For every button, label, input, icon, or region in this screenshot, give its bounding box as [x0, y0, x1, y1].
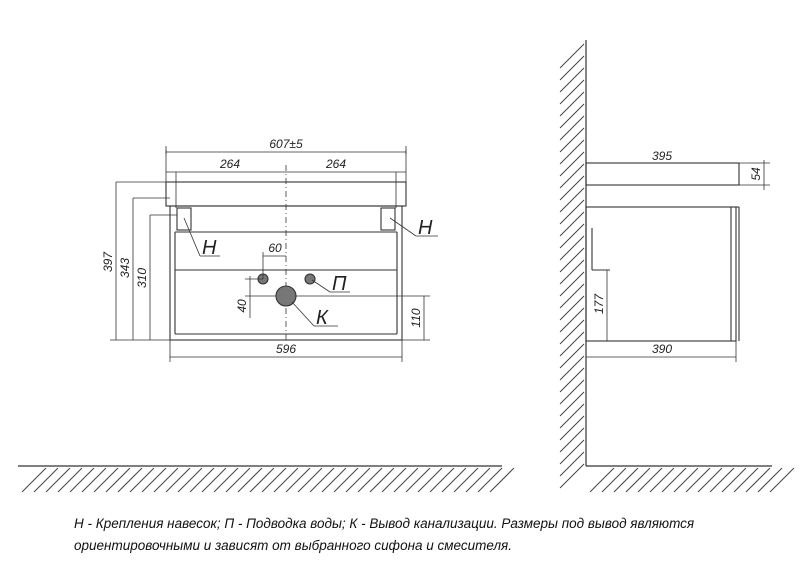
dim-top-depth: 395 — [652, 149, 672, 163]
dim-inner-height: 177 — [592, 293, 606, 314]
dim-total-width: 607±5 — [269, 137, 303, 151]
mount-left — [176, 207, 192, 231]
dim-water-offset: 60 — [268, 241, 282, 255]
dim-drain-height: 110 — [409, 308, 423, 327]
label-mount-right: Н — [418, 217, 433, 239]
dim-height-3: 310 — [135, 268, 149, 288]
legend-caption: Н - Крепления навесок; П - Подводка воды… — [74, 513, 794, 557]
floor-left — [18, 465, 515, 493]
side-view — [559, 40, 795, 493]
dim-height-2: 343 — [118, 258, 132, 278]
label-water: П — [332, 273, 347, 295]
mount-right — [380, 207, 396, 231]
dim-drain-offset: 40 — [235, 299, 249, 313]
legend-line-1: Н - Крепления навесок; П - Подводка воды… — [74, 516, 695, 531]
water-inlet-2 — [304, 273, 316, 285]
dim-height-total: 397 — [101, 251, 115, 272]
label-mount-left: Н — [202, 237, 217, 259]
dim-bottom-width: 596 — [276, 342, 296, 356]
label-drain: К — [316, 307, 329, 329]
cabinet-body-side — [585, 206, 737, 342]
dim-top-thickness: 54 — [749, 167, 763, 181]
legend-line-2: ориентировочными и зависят от выбранного… — [74, 538, 513, 553]
dim-half-left: 264 — [219, 157, 240, 171]
countertop-side — [585, 162, 740, 186]
front-view — [110, 146, 438, 362]
dim-bottom-depth: 390 — [652, 342, 672, 356]
dim-half-right: 264 — [325, 157, 346, 171]
